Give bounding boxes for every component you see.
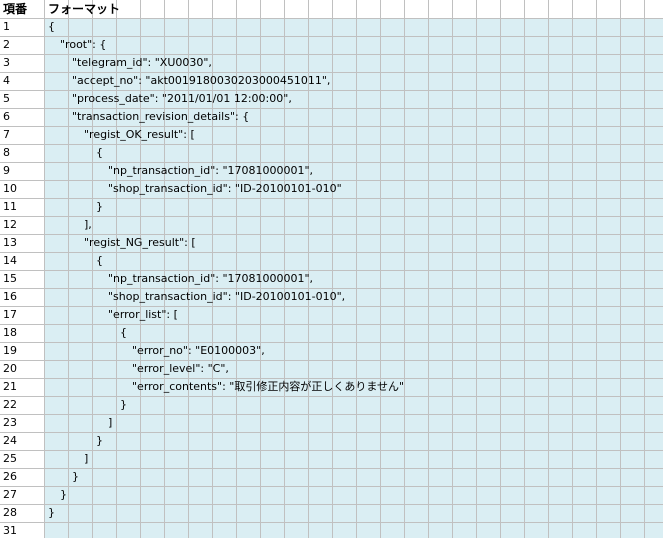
format-cell[interactable]: "np_transaction_id": "17081000001", <box>108 164 314 177</box>
format-cell[interactable]: "error_list": [ <box>108 308 178 321</box>
format-cell[interactable]: "accept_no": "akt0019180030203000451011"… <box>72 74 331 87</box>
format-cell[interactable]: "error_level": "C", <box>132 362 229 375</box>
table-row: 25] <box>0 450 663 468</box>
row-number-cell[interactable]: 27 <box>0 486 44 504</box>
table-row: 23] <box>0 414 663 432</box>
format-cell[interactable]: "error_contents": "取引修正内容が正しくありません" <box>132 380 405 393</box>
row-number-cell[interactable]: 19 <box>0 342 44 360</box>
format-cell[interactable]: } <box>96 434 103 447</box>
row-number-cell[interactable]: 25 <box>0 450 44 468</box>
row-number-cell[interactable]: 22 <box>0 396 44 414</box>
table-row: 17 "error_list": [ <box>0 306 663 324</box>
format-cell[interactable]: { <box>96 254 103 267</box>
format-cell[interactable]: "shop_transaction_id": "ID-20100101-010"… <box>108 290 346 303</box>
format-cell[interactable]: ] <box>84 452 89 465</box>
row-number-cell[interactable]: 16 <box>0 288 44 306</box>
row-number-cell[interactable]: 26 <box>0 468 44 486</box>
table-row: 13 "regist_NG_result": [ <box>0 234 663 252</box>
table-row: 16 "shop_transaction_id": "ID-20100101-01… <box>0 288 663 306</box>
format-cell[interactable]: ] <box>108 416 113 429</box>
table-row: 18 { <box>0 324 663 342</box>
table-row: 8{ <box>0 144 663 162</box>
format-cell[interactable]: "regist_OK_result": [ <box>84 128 195 141</box>
row-number-cell[interactable]: 3 <box>0 54 44 72</box>
format-cell[interactable]: "np_transaction_id": "17081000001", <box>108 272 314 285</box>
column-header-format[interactable]: フォーマット <box>48 2 121 16</box>
table-row: 9 "np_transaction_id": "17081000001", <box>0 162 663 180</box>
table-row: 31 <box>0 522 663 538</box>
format-cell[interactable]: "shop_transaction_id": "ID-20100101-010" <box>108 182 342 195</box>
table-row: 3 "telegram_id": "XU0030", <box>0 54 663 72</box>
table-row: 12], <box>0 216 663 234</box>
format-cell[interactable]: } <box>120 398 127 411</box>
table-row: 10 "shop_transaction_id": "ID-20100101-01… <box>0 180 663 198</box>
row-number-cell[interactable]: 23 <box>0 414 44 432</box>
format-cell[interactable]: { <box>96 146 103 159</box>
format-cell[interactable]: "telegram_id": "XU0030", <box>72 56 212 69</box>
row-number-cell[interactable]: 4 <box>0 72 44 90</box>
row-number-cell[interactable]: 6 <box>0 108 44 126</box>
table-row: 20 "error_level": "C", <box>0 360 663 378</box>
format-cell[interactable]: } <box>96 200 103 213</box>
table-row: 4 "accept_no": "akt0019180030203000451011… <box>0 72 663 90</box>
format-cell[interactable]: "root": { <box>60 38 107 51</box>
format-cell[interactable]: { <box>48 20 55 33</box>
format-cell[interactable]: "error_no": "E0100003", <box>132 344 265 357</box>
format-cell[interactable]: { <box>120 326 127 339</box>
row-number-cell[interactable]: 11 <box>0 198 44 216</box>
row-number-cell[interactable]: 12 <box>0 216 44 234</box>
table-row: 11} <box>0 198 663 216</box>
table-row: 2 "root": { <box>0 36 663 54</box>
row-number-cell[interactable]: 21 <box>0 378 44 396</box>
row-number-cell[interactable]: 17 <box>0 306 44 324</box>
row-number-cell[interactable]: 1 <box>0 18 44 36</box>
table-row: 21 "error_contents": "取引修正内容が正しくありません" <box>0 378 663 396</box>
row-number-cell[interactable]: 14 <box>0 252 44 270</box>
table-row: 14 { <box>0 252 663 270</box>
row-number-cell[interactable]: 24 <box>0 432 44 450</box>
table-row: 28} <box>0 504 663 522</box>
format-cell[interactable]: ], <box>84 218 92 231</box>
table-row: 7 "regist_OK_result": [ <box>0 126 663 144</box>
row-number-cell[interactable]: 7 <box>0 126 44 144</box>
table-row: 26} <box>0 468 663 486</box>
table-row: 24} <box>0 432 663 450</box>
row-number-cell[interactable]: 15 <box>0 270 44 288</box>
row-number-cell[interactable]: 13 <box>0 234 44 252</box>
row-number-cell[interactable]: 28 <box>0 504 44 522</box>
table-row: 6 "transaction_revision_details": { <box>0 108 663 126</box>
row-number-cell[interactable]: 20 <box>0 360 44 378</box>
table-row: 19 "error_no": "E0100003", <box>0 342 663 360</box>
table-row: 22} <box>0 396 663 414</box>
table-row: 27} <box>0 486 663 504</box>
format-cell[interactable]: } <box>72 470 79 483</box>
format-cell[interactable]: "regist_NG_result": [ <box>84 236 196 249</box>
row-number-cell[interactable]: 31 <box>0 522 44 538</box>
format-cell[interactable]: } <box>60 488 67 501</box>
format-cell[interactable]: "process_date": "2011/01/01 12:00:00", <box>72 92 292 105</box>
table-row: 15 "np_transaction_id": "17081000001", <box>0 270 663 288</box>
table-row: 1{ <box>0 18 663 36</box>
row-number-cell[interactable]: 8 <box>0 144 44 162</box>
column-header-number[interactable]: 項番 <box>0 0 44 18</box>
format-cell[interactable]: "transaction_revision_details": { <box>72 110 250 123</box>
row-number-cell[interactable]: 5 <box>0 90 44 108</box>
format-cell[interactable]: } <box>48 506 55 519</box>
header-row: 項番フォーマット <box>0 0 663 18</box>
row-number-cell[interactable]: 2 <box>0 36 44 54</box>
row-number-cell[interactable]: 10 <box>0 180 44 198</box>
row-number-cell[interactable]: 9 <box>0 162 44 180</box>
row-number-cell[interactable]: 18 <box>0 324 44 342</box>
table-row: 5 "process_date": "2011/01/01 12:00:00", <box>0 90 663 108</box>
